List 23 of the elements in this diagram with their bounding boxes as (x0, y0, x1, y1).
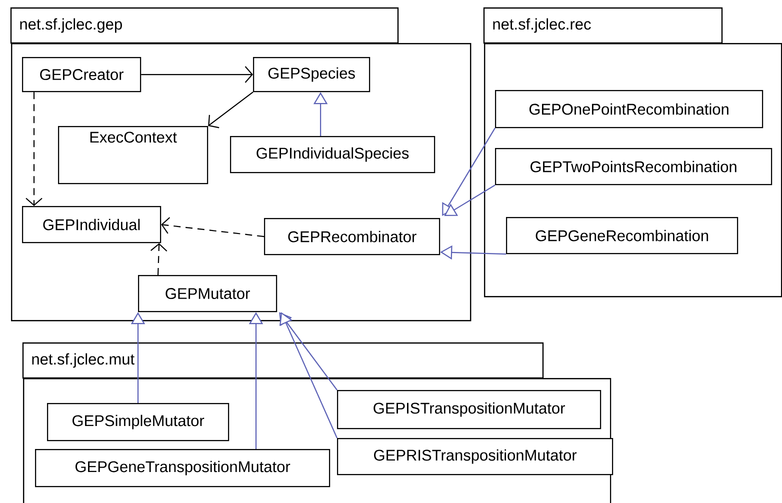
association-arrow (141, 66, 253, 83)
dependency-arrow (26, 92, 42, 206)
node-label: net.sf.jclec.gep (20, 18, 122, 33)
class-box: GEPIndividualSpecies (230, 136, 436, 174)
dependency-arrow (150, 243, 168, 276)
class-box: GEPSpecies (253, 57, 370, 92)
class-box: GEPRecombinator (264, 218, 440, 256)
class-box: GEPSimpleMutator (47, 403, 230, 442)
class-box: GEPISTranspositionMutator (337, 390, 602, 430)
class-box: GEPCreator (22, 57, 142, 92)
class-box: GEPMutator (138, 275, 278, 312)
node-label: net.sf.jclec.rec (493, 18, 591, 33)
class-box: GEPTwoPointsRecombination (495, 148, 772, 186)
dependency-arrow (161, 217, 264, 238)
class-box: GEPGeneTranspositionMutator (35, 449, 330, 488)
class-box: GEPOnePointRecombination (495, 90, 764, 128)
class-box: GEPIndividual (22, 206, 162, 244)
class-box: GEPRISTranspositionMutator (337, 438, 614, 476)
inheritance-arrow (444, 184, 496, 216)
class-box: ExecContext (58, 126, 208, 184)
node-label: net.sf.jclec.mut (32, 353, 134, 368)
class-box: GEPGeneRecombination (506, 217, 738, 254)
association-arrow (208, 92, 254, 128)
